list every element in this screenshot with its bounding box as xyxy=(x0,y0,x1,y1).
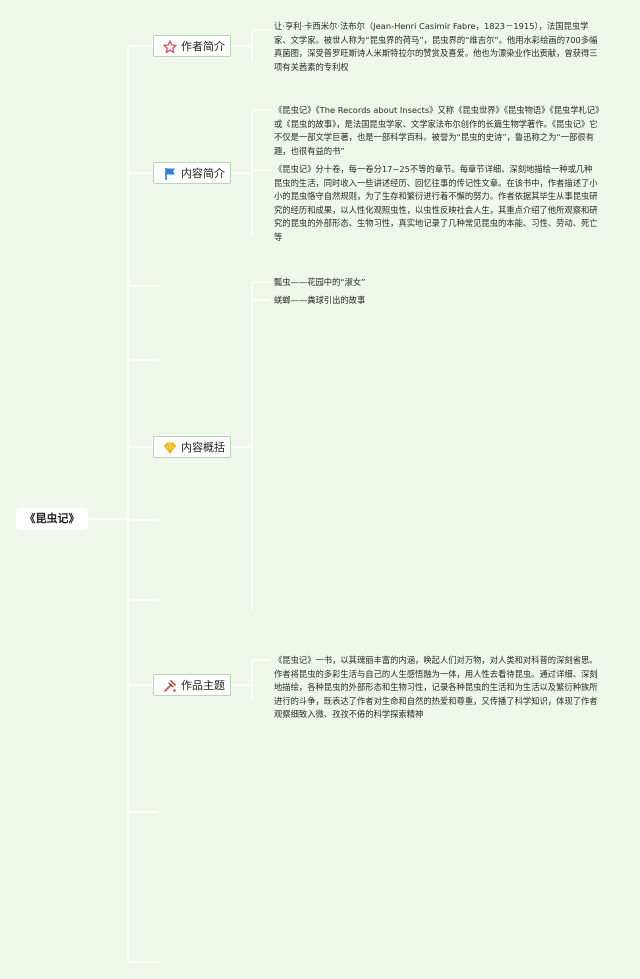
topic-content-intro[interactable]: 内容简介 xyxy=(153,162,231,184)
paragraph: 让·亨利·卡西米尔·法布尔（Jean-Henri Casimir Fabre，1… xyxy=(274,21,598,72)
leaf-content-structure: 《昆虫记》分十卷，每一卷分17~25不等的章节。每章节详细、深刻地描绘一种或几种… xyxy=(274,163,600,245)
paragraph: 《昆虫记》一书，以其瑰丽丰富的内涵，唤起人们对万物，对人类和对科普的深刻省思。作… xyxy=(274,655,598,720)
leaf-ladybug: 瓢虫——花园中的“淑女” xyxy=(274,277,366,287)
topic-label: 内容概括 xyxy=(181,441,225,454)
topic-label: 内容简介 xyxy=(181,167,225,180)
root-node[interactable]: 《昆虫记》 xyxy=(16,508,88,530)
leaf-theme: 《昆虫记》一书，以其瑰丽丰富的内涵，唤起人们对万物，对人类和对科普的深刻省思。作… xyxy=(274,654,600,722)
topic-author-intro[interactable]: 作者简介 xyxy=(153,35,231,57)
tools-icon xyxy=(164,680,176,692)
star-icon xyxy=(163,40,177,54)
leaf-content-alias: 《昆虫记》《The Records about Insects》又称《昆虫世界》… xyxy=(274,104,600,158)
leaf-dung-beetle: 蜣螂——粪球引出的故事 xyxy=(274,295,366,305)
topic-theme[interactable]: 作品主题 xyxy=(153,674,231,696)
leaf-author-bio: 让·亨利·卡西米尔·法布尔（Jean-Henri Casimir Fabre，1… xyxy=(274,20,600,74)
diamond-icon xyxy=(164,442,176,455)
topic-label: 作者简介 xyxy=(181,40,225,53)
topic-content-summary[interactable]: 内容概括 xyxy=(153,436,231,458)
flag-icon xyxy=(165,168,175,180)
paragraph: 《昆虫记》分十卷，每一卷分17~25不等的章节。每章节详细、深刻地描绘一种或几种… xyxy=(274,164,598,242)
paragraph: 《昆虫记》《The Records about Insects》又称《昆虫世界》… xyxy=(274,105,600,156)
topic-label: 作品主题 xyxy=(181,679,225,692)
